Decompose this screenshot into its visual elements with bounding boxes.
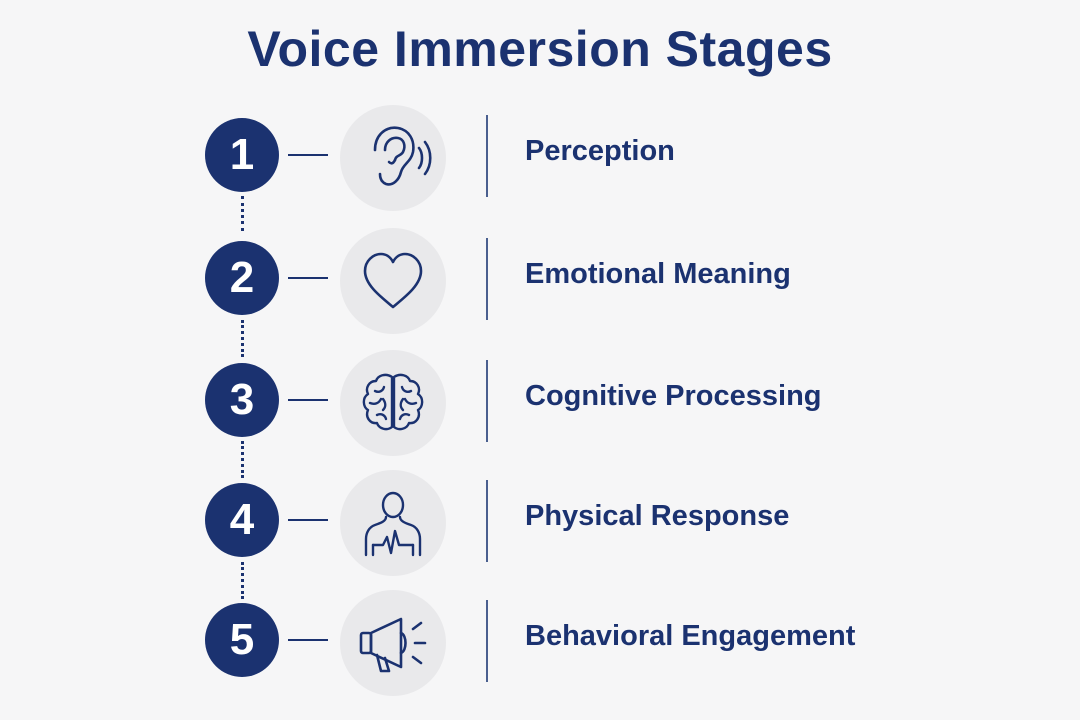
stage-dash — [288, 639, 328, 641]
stage-label: Perception — [525, 135, 675, 167]
stage-icon-container — [340, 590, 446, 696]
heart-icon — [363, 252, 423, 309]
connector-2-3 — [241, 320, 244, 357]
stage-dash — [288, 519, 328, 521]
stage-separator — [486, 115, 488, 197]
connector-1-2 — [241, 196, 244, 231]
stage-3: 3 Cognitive Processing — [0, 350, 1080, 456]
stage-separator — [486, 480, 488, 562]
stage-icon-container — [340, 228, 446, 334]
stage-4: 4 Physical Response — [0, 470, 1080, 576]
stage-icon-container — [340, 470, 446, 576]
stage-5: 5 Behavioral Engagement — [0, 590, 1080, 696]
stage-number-badge: 1 — [205, 118, 279, 192]
stage-label: Physical Response — [525, 500, 790, 532]
stage-2: 2 Emotional Meaning — [0, 228, 1080, 334]
stage-dash — [288, 399, 328, 401]
stage-dash — [288, 277, 328, 279]
stage-separator — [486, 600, 488, 682]
stage-number-badge: 2 — [205, 241, 279, 315]
connector-3-4 — [241, 441, 244, 478]
stage-label: Behavioral Engagement — [525, 620, 856, 652]
connector-4-5 — [241, 562, 244, 599]
person-heartbeat-icon — [364, 491, 422, 557]
stage-1: 1 Perception — [0, 105, 1080, 211]
stage-dash — [288, 154, 328, 156]
brain-icon — [362, 373, 424, 431]
diagram-title: Voice Immersion Stages — [247, 21, 833, 77]
stage-label: Cognitive Processing — [525, 380, 822, 412]
stage-icon-container — [340, 350, 446, 456]
stage-icon-container — [340, 105, 446, 211]
stage-number-badge: 3 — [205, 363, 279, 437]
megaphone-icon — [359, 617, 427, 673]
stage-number-badge: 4 — [205, 483, 279, 557]
stage-separator — [486, 238, 488, 320]
stage-label: Emotional Meaning — [525, 258, 791, 290]
stage-number-badge: 5 — [205, 603, 279, 677]
stage-separator — [486, 360, 488, 442]
ear-icon — [373, 126, 432, 186]
